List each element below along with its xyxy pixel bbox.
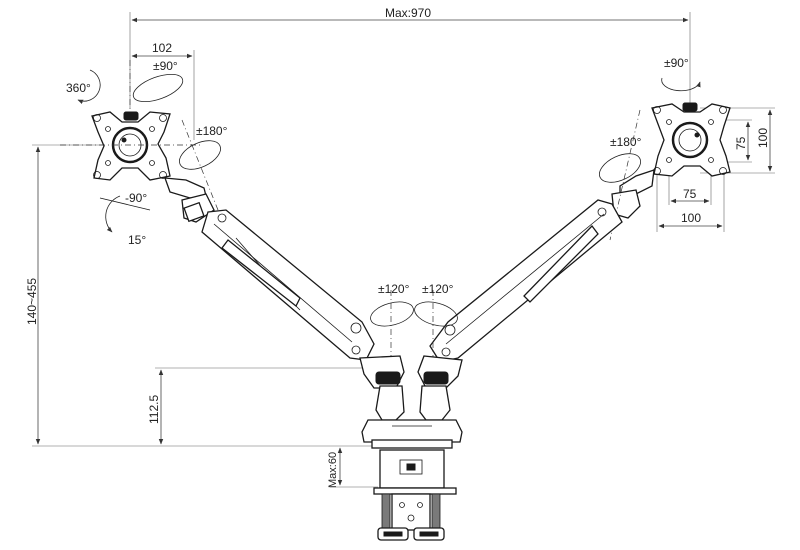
left-arm bbox=[201, 209, 375, 361]
center-pole bbox=[359, 290, 463, 449]
left-offset-label: 102 bbox=[152, 41, 172, 55]
right-swivel-label: ±180° bbox=[610, 135, 642, 149]
left-offset-dimension: 102 bbox=[131, 41, 195, 140]
right-tilt-label: ±90° bbox=[664, 56, 689, 70]
max-reach-dimension: Max:970 bbox=[129, 6, 691, 108]
base-right-rotation-indicator: ±120° bbox=[414, 282, 458, 327]
left-rotate-label: 360° bbox=[66, 81, 91, 95]
vesa-large-h-label: 100 bbox=[681, 211, 701, 225]
right-swivel-indicator: ±180° bbox=[599, 135, 642, 183]
right-vesa-plate bbox=[651, 102, 731, 177]
right-tilt-indicator: ±90° bbox=[661, 56, 701, 92]
desk-thickness-dimension: Max:60 bbox=[327, 447, 378, 488]
left-tilt-down-label: -90° bbox=[125, 191, 147, 205]
vesa-large-v-label: 100 bbox=[756, 128, 770, 148]
left-tilt-down-indicator: -90° 15° bbox=[99, 191, 151, 247]
height-range-label: 140~455 bbox=[25, 278, 39, 325]
desk-clamp bbox=[373, 449, 457, 541]
pole-height-dimension: 112.5 bbox=[147, 367, 380, 445]
left-tilt-min-label: 15° bbox=[128, 233, 146, 247]
base-right-label: ±120° bbox=[422, 282, 454, 296]
vesa-small-h-label: 75 bbox=[683, 187, 697, 201]
right-swivel-joint bbox=[609, 109, 655, 241]
pole-height-label: 112.5 bbox=[147, 395, 161, 424]
vesa-small-v-label: 75 bbox=[734, 136, 748, 150]
left-swivel-label: ±180° bbox=[196, 124, 228, 138]
left-vesa-plate bbox=[60, 111, 200, 181]
left-rotate-indicator: 360° bbox=[66, 69, 101, 104]
base-left-rotation-indicator: ±120° bbox=[370, 282, 414, 327]
left-swivel-indicator: ±180° bbox=[179, 124, 228, 170]
height-range-dimension: 140~455 bbox=[25, 144, 375, 447]
vesa-dimensions: 75 100 75 100 bbox=[656, 107, 775, 232]
max-reach-label: Max:970 bbox=[385, 6, 431, 20]
left-tilt-up-label: ±90° bbox=[153, 59, 178, 73]
right-arm bbox=[429, 199, 623, 363]
left-tilt-up-indicator: ±90° bbox=[129, 59, 184, 110]
desk-thickness-label: Max:60 bbox=[327, 452, 339, 488]
base-left-label: ±120° bbox=[378, 282, 410, 296]
